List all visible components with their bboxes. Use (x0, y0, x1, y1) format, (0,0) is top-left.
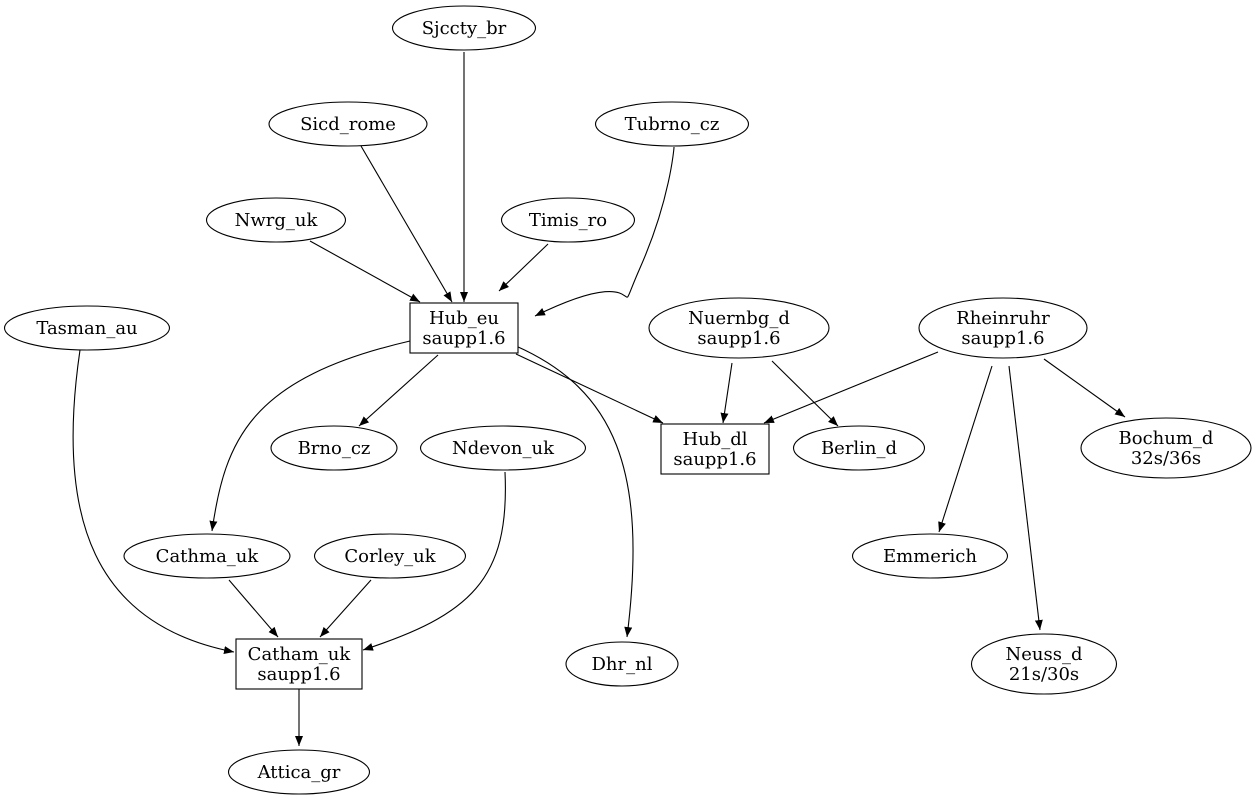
node-shape (409, 302, 519, 354)
node-tasman-au[interactable]: Tasman_au (3, 305, 171, 351)
node-shape (391, 5, 537, 51)
node-label: Sjccty_br (422, 18, 507, 39)
node-label: Nuernbg_d (688, 308, 790, 329)
node-label: Corley_uk (344, 546, 436, 567)
node-label: Sicd_rome (300, 114, 396, 135)
node-label: Attica_gr (257, 762, 341, 783)
node-sublabel: saupp1.6 (697, 328, 780, 349)
node-label: Timis_ro (529, 210, 607, 231)
node-shape (660, 423, 770, 475)
edge-nuernbg-d-to-berlin-d (771, 360, 839, 427)
node-shape (313, 533, 467, 579)
edge-hub-eu-to-brno-cz (358, 354, 439, 427)
node-sublabel: 32s/36s (1131, 448, 1201, 469)
node-label: Neuss_d (1006, 644, 1083, 665)
node-shape (270, 425, 398, 471)
edge-sicd-rome-to-hub-eu (360, 145, 453, 303)
node-shape (970, 633, 1118, 695)
node-sublabel: saupp1.6 (961, 328, 1044, 349)
node-berlin-d[interactable]: Berlin_d (792, 425, 926, 471)
node-ndevon-uk[interactable]: Ndevon_uk (419, 425, 587, 471)
node-sublabel: saupp1.6 (422, 328, 505, 349)
edge-hub-eu-to-hub-dl (515, 353, 664, 424)
node-shape (227, 749, 371, 795)
edge-tubrno-cz-to-hub-eu (534, 146, 675, 317)
node-label: Hub_dl (682, 429, 747, 450)
node-shape (500, 197, 636, 243)
node-shape (918, 297, 1088, 359)
node-shape (792, 425, 926, 471)
node-sicd-rome[interactable]: Sicd_rome (268, 101, 428, 147)
node-label: Brno_cz (298, 438, 371, 459)
node-label: Rheinruhr (956, 308, 1050, 329)
edge-rheinruhr-to-neuss-d (1008, 365, 1043, 631)
edge-rheinruhr-to-emmerich (938, 365, 993, 533)
node-label: Emmerich (883, 546, 977, 567)
node-shape (594, 101, 750, 147)
node-brno-cz[interactable]: Brno_cz (270, 425, 398, 471)
edge-ndevon-uk-to-catham-uk (362, 471, 506, 651)
edge-hub-eu-to-dhr-nl (515, 345, 634, 638)
edge-nuernbg-d-to-hub-dl (720, 362, 733, 424)
edge-tasman-au-to-catham-uk (72, 349, 235, 655)
node-sjccty-br[interactable]: Sjccty_br (391, 5, 537, 51)
edge-rheinruhr-to-bochum-d (1043, 358, 1126, 418)
edge-cathma-uk-to-catham-uk (228, 579, 279, 638)
node-corley-uk[interactable]: Corley_uk (313, 533, 467, 579)
node-label: Hub_eu (429, 308, 499, 329)
node-shape (1080, 417, 1252, 479)
node-shape (648, 297, 830, 359)
node-label: Catham_uk (248, 644, 352, 665)
node-shape (235, 638, 363, 690)
edge-nwrg-uk-to-hub-eu (309, 240, 421, 303)
node-shape (419, 425, 587, 471)
node-label: Tubrno_cz (625, 114, 720, 135)
node-shape (123, 533, 291, 579)
node-shape (851, 533, 1009, 579)
node-label: Tasman_au (36, 318, 137, 339)
node-label: Ndevon_uk (452, 438, 555, 459)
node-tubrno-cz[interactable]: Tubrno_cz (594, 101, 750, 147)
node-label: Nwrg_uk (235, 210, 319, 231)
node-emmerich[interactable]: Emmerich (851, 533, 1009, 579)
node-shape (205, 197, 347, 243)
node-nwrg-uk[interactable]: Nwrg_uk (205, 197, 347, 243)
edges-layer (72, 52, 1126, 746)
node-shape (3, 305, 171, 351)
node-timis-ro[interactable]: Timis_ro (500, 197, 636, 243)
node-dhr-nl[interactable]: Dhr_nl (565, 641, 679, 687)
edge-timis-ro-to-hub-eu (498, 243, 549, 292)
node-label: Bochum_d (1119, 428, 1214, 449)
node-label: Berlin_d (821, 438, 897, 459)
node-cathma-uk[interactable]: Cathma_uk (123, 533, 291, 579)
node-label: Dhr_nl (592, 654, 653, 675)
node-shape (565, 641, 679, 687)
node-sublabel: saupp1.6 (673, 449, 756, 470)
node-sublabel: 21s/30s (1009, 664, 1079, 685)
node-shape (268, 101, 428, 147)
node-label: Cathma_uk (156, 546, 260, 567)
edge-hub-eu-to-cathma-uk (209, 340, 411, 532)
node-attica-gr[interactable]: Attica_gr (227, 749, 371, 795)
edge-corley-uk-to-catham-uk (319, 579, 372, 638)
edge-rheinruhr-to-hub-dl (763, 351, 939, 424)
node-sublabel: saupp1.6 (257, 664, 340, 685)
